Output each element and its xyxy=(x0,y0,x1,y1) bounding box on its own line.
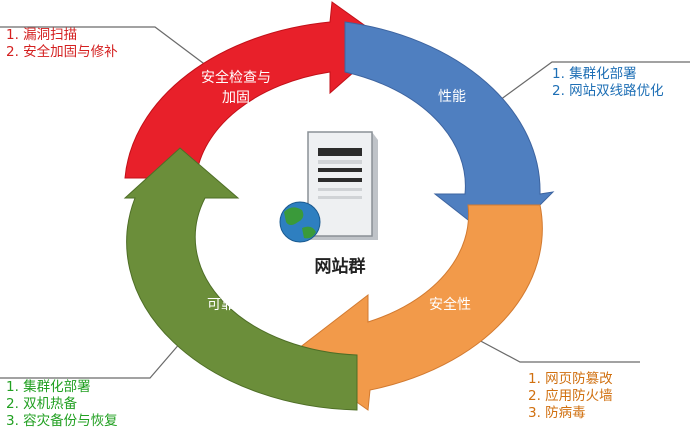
notes-performance: 1. 集群化部署 2. 网站双线路优化 xyxy=(552,66,664,100)
label-security-check-line2: 加固 xyxy=(222,90,250,106)
note-item: 2. 网站双线路优化 xyxy=(552,83,664,99)
note-item: 1. 集群化部署 xyxy=(6,379,91,395)
note-item: 3. 容灾备份与恢复 xyxy=(6,413,118,429)
center-label: 网站群 xyxy=(315,256,366,277)
leader-line-blue xyxy=(499,61,690,101)
server-icon xyxy=(307,131,378,240)
notes-reliability: 1. 集群化部署 2. 双机热备 3. 容灾备份与恢复 xyxy=(6,379,118,430)
note-item: 1. 漏洞扫描 xyxy=(6,27,78,43)
note-item: 1. 集群化部署 xyxy=(552,66,637,82)
notes-security: 1. 网页防篡改 2. 应用防火墙 3. 防病毒 xyxy=(528,371,613,422)
note-item: 1. 网页防篡改 xyxy=(528,371,613,387)
segment-reliability xyxy=(123,147,358,411)
note-item: 3. 防病毒 xyxy=(528,405,586,421)
segment-performance xyxy=(344,21,555,246)
label-security: 安全性 xyxy=(429,296,471,313)
note-item: 2. 安全加固与修补 xyxy=(6,44,118,60)
label-security-check-line1: 安全检查与 xyxy=(201,69,271,86)
notes-security-check: 1. 漏洞扫描 2. 安全加固与修补 xyxy=(6,27,118,61)
globe-icon xyxy=(279,201,321,243)
label-reliability: 可靠性 xyxy=(207,297,249,313)
note-item: 2. 双机热备 xyxy=(6,396,78,412)
note-item: 2. 应用防火墙 xyxy=(528,388,613,404)
label-performance: 性能 xyxy=(438,89,466,105)
segment-security-check xyxy=(124,1,389,179)
leader-line-red xyxy=(0,26,216,73)
